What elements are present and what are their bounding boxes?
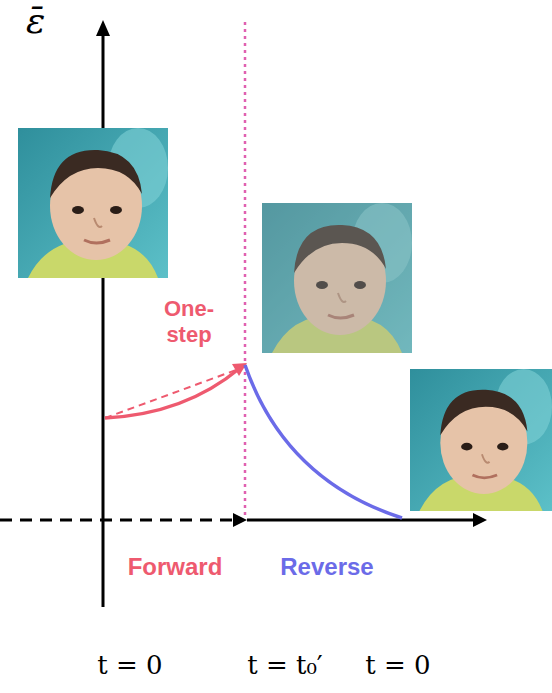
dashed-axis <box>0 519 236 522</box>
time-label: t = t₀′ <box>225 650 345 680</box>
input-image <box>18 128 168 278</box>
dotted-line <box>244 22 247 518</box>
forward-curve <box>105 368 240 418</box>
x-axis <box>247 519 476 522</box>
phase-label: Forward <box>110 553 240 581</box>
phase-label: Reverse <box>262 553 392 581</box>
output-image <box>410 369 552 511</box>
arrowhead <box>233 513 247 527</box>
method-label: One-step <box>150 296 228 348</box>
noisy-image <box>262 203 412 353</box>
one-step-line <box>105 370 236 418</box>
arrowhead <box>473 513 487 527</box>
time-label: t = 0 <box>348 650 448 680</box>
axis-label: ε̄ <box>26 0 76 41</box>
time-label: t = 0 <box>80 650 180 680</box>
reverse-curve <box>245 365 402 518</box>
arrowhead <box>96 20 110 36</box>
